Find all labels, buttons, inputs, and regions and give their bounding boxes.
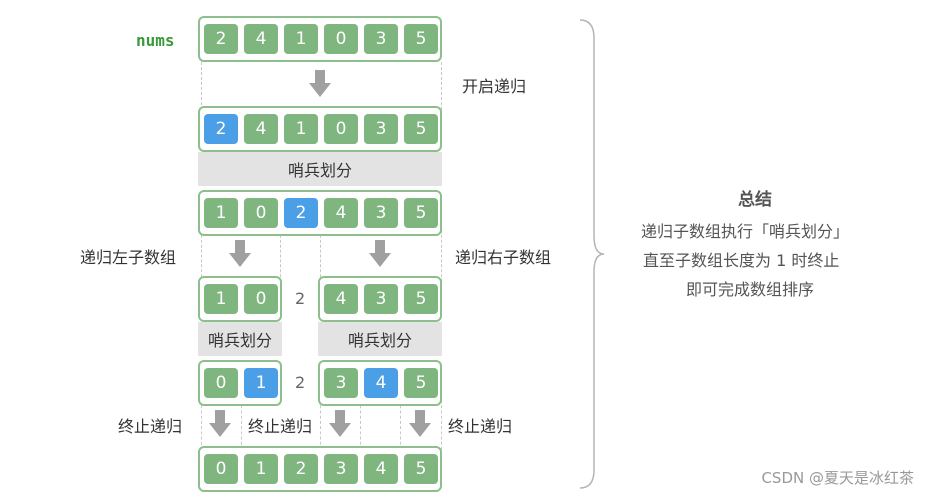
guide-line	[241, 400, 242, 450]
array-cell: 3	[364, 284, 398, 314]
guide-line	[320, 400, 321, 450]
right-subarray: 4 3 5	[318, 276, 442, 322]
left-subarray: 1 0	[198, 276, 282, 322]
array-cell-pivot: 2	[204, 114, 238, 144]
array-cell: 3	[364, 198, 398, 228]
array-cell: 0	[244, 284, 278, 314]
array-cell: 3	[364, 24, 398, 54]
array-cell: 0	[204, 368, 238, 398]
array-cell: 2	[204, 24, 238, 54]
guide-line	[360, 400, 361, 450]
guide-line	[201, 230, 202, 282]
right-subarray-partitioned: 3 4 5	[318, 360, 442, 406]
array-cell: 3	[324, 368, 358, 398]
array-cell: 4	[244, 114, 278, 144]
array-cell-pivot: 1	[244, 368, 278, 398]
guide-line	[441, 400, 442, 450]
array-cell: 0	[204, 454, 238, 484]
guide-line	[201, 62, 202, 110]
pivot-value: 2	[295, 373, 306, 392]
guide-line	[201, 400, 202, 450]
down-arrow-icon	[369, 240, 391, 267]
down-arrow-icon	[209, 410, 231, 437]
guide-line	[320, 230, 321, 282]
guide-line	[400, 400, 401, 450]
array-cell: 4	[244, 24, 278, 54]
array-cell: 0	[244, 198, 278, 228]
down-arrow-icon	[309, 70, 331, 97]
array-cell-pivot: 4	[364, 368, 398, 398]
array-cell: 1	[284, 114, 318, 144]
summary-brace	[579, 19, 605, 489]
summary-line: 递归子数组执行「哨兵划分」	[641, 222, 850, 241]
guide-line	[280, 230, 281, 282]
down-arrow-icon	[409, 410, 431, 437]
left-recursion-label: 递归左子数组	[80, 248, 177, 267]
array-cell: 5	[404, 284, 438, 314]
right-sentinel-band: 哨兵划分	[318, 322, 442, 356]
pivot-value: 2	[295, 289, 306, 308]
array-cell: 1	[244, 454, 278, 484]
summary-title: 总结	[738, 190, 772, 210]
array-cell: 5	[404, 454, 438, 484]
array-cell: 2	[284, 454, 318, 484]
left-subarray-partitioned: 0 1	[198, 360, 282, 406]
array-cell: 1	[204, 284, 238, 314]
stop-recursion-label: 终止递归	[448, 417, 513, 436]
array-cell: 1	[204, 198, 238, 228]
right-recursion-label: 递归右子数组	[455, 248, 552, 267]
sentinel-partition-band: 哨兵划分	[198, 152, 442, 186]
array-cell: 0	[324, 114, 358, 144]
array-cell: 5	[404, 24, 438, 54]
array-cell: 3	[324, 454, 358, 484]
array-cell: 0	[324, 24, 358, 54]
array-cell: 4	[324, 198, 358, 228]
array-pivot-selected: 2 4 1 0 3 5	[198, 106, 442, 152]
summary-line: 即可完成数组排序	[686, 280, 815, 299]
down-arrow-icon	[229, 240, 251, 267]
down-arrow-icon	[329, 410, 351, 437]
array-cell: 5	[404, 114, 438, 144]
array-cell: 3	[364, 114, 398, 144]
array-partitioned: 1 0 2 4 3 5	[198, 190, 442, 236]
stop-recursion-label: 终止递归	[248, 417, 313, 436]
watermark: CSDN @夏天是冰红茶	[761, 469, 914, 487]
stop-recursion-label: 终止递归	[118, 417, 183, 436]
array-cell: 1	[284, 24, 318, 54]
guide-line	[441, 230, 442, 282]
array-cell-pivot: 2	[284, 198, 318, 228]
array-cell: 4	[364, 454, 398, 484]
array-initial: 2 4 1 0 3 5	[198, 16, 442, 62]
array-sorted: 0 1 2 3 4 5	[198, 446, 442, 492]
array-cell: 4	[324, 284, 358, 314]
array-cell: 5	[404, 368, 438, 398]
start-recursion-label: 开启递归	[462, 77, 527, 96]
nums-label: nums	[136, 31, 175, 50]
array-cell: 5	[404, 198, 438, 228]
left-sentinel-band: 哨兵划分	[198, 322, 282, 356]
guide-line	[441, 62, 442, 110]
summary-line: 直至子数组长度为 1 时终止	[643, 251, 840, 270]
